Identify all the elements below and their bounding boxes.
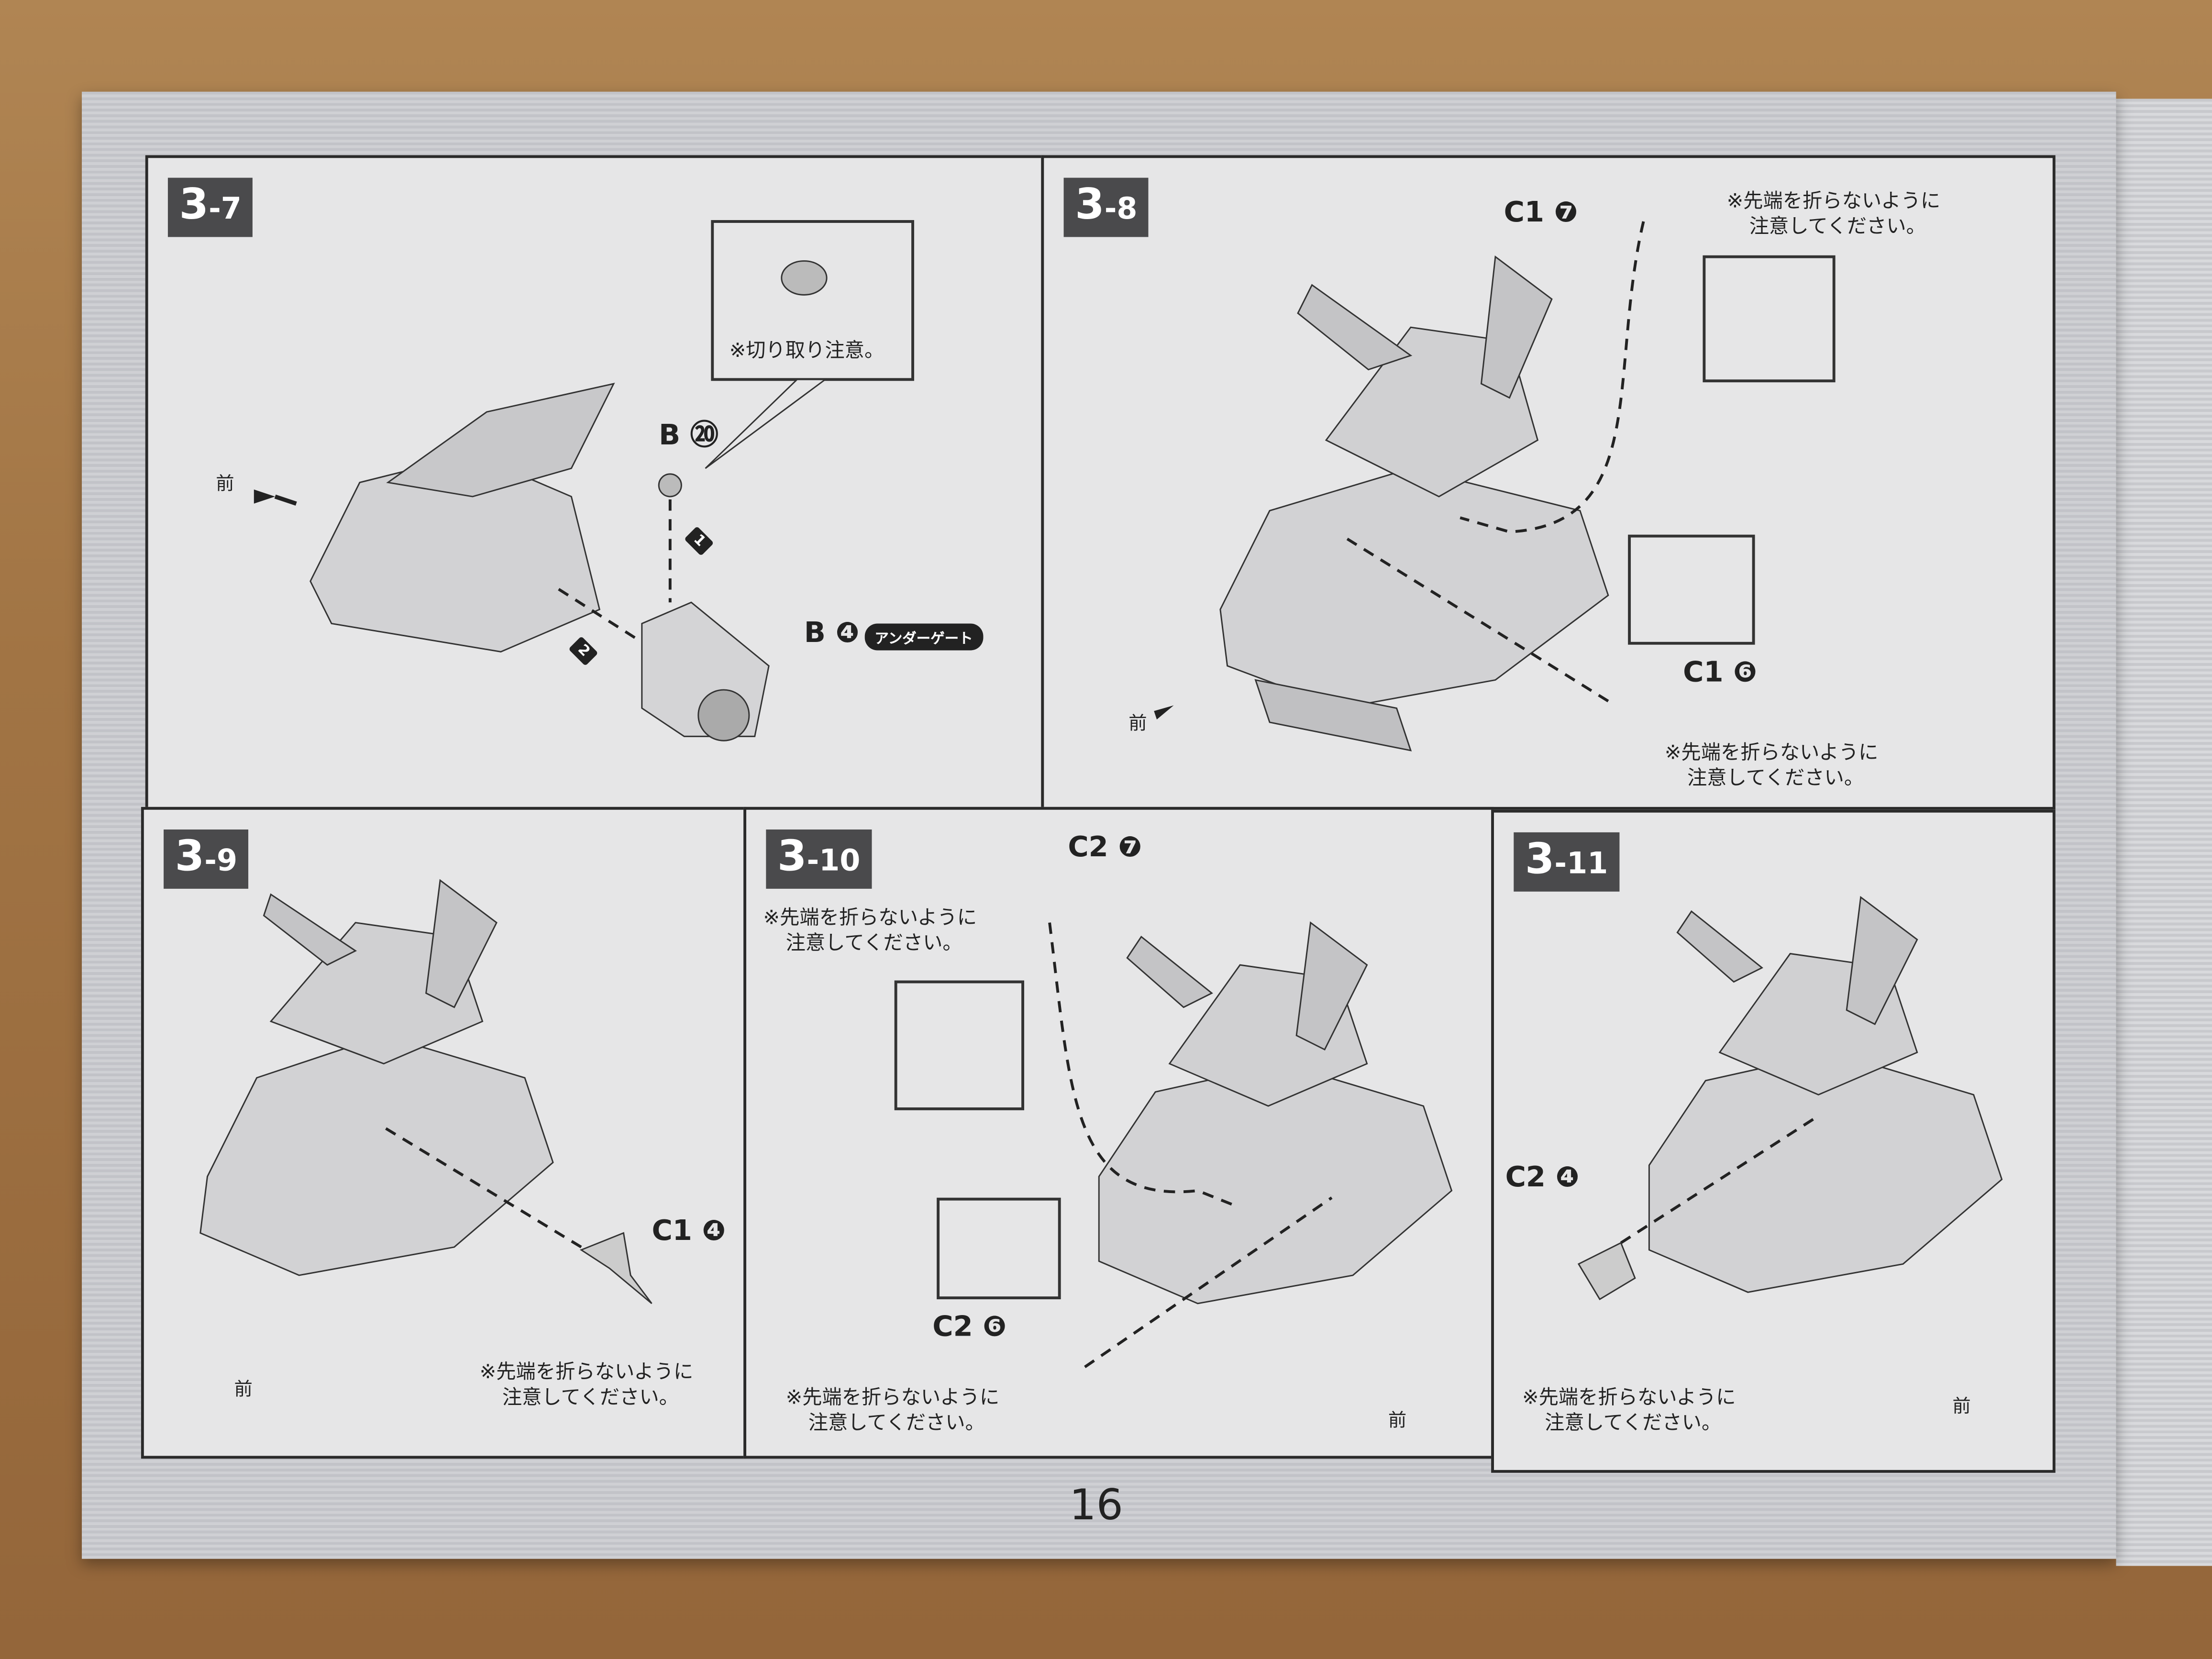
step-number: 3-10 [766, 830, 872, 889]
page-number: 16 [1069, 1481, 1123, 1531]
part-label-c1-6: C1 ❻ [1683, 654, 1757, 688]
tip-caution-note: ※先端を折らないように注意してください。 [1727, 189, 1941, 240]
caution-line: 注意してください。 [1545, 1412, 1722, 1435]
caution-line: 注意してください。 [808, 1412, 985, 1435]
step-minor: -7 [209, 192, 242, 226]
part-number: ❹ [1555, 1160, 1580, 1194]
part-label-c2-4: C2 ❹ [1505, 1160, 1580, 1194]
caution-line: 注意してください。 [1749, 216, 1926, 239]
caution-line: 注意してください。 [502, 1386, 679, 1410]
step-number: 3-11 [1514, 832, 1619, 892]
caution-line: 注意してください。 [1687, 767, 1864, 790]
tip-caution-note: ※先端を折らないように注意してください。 [480, 1360, 694, 1411]
step-minor: -8 [1104, 192, 1138, 226]
step-minor: -11 [1554, 846, 1608, 881]
step-panel-3-10: 3-10 C2 ❼ ※先端を折らないように注意してください。 C2 ❻ ※先端を… [743, 807, 1494, 1459]
caution-line: ※先端を折らないように [479, 1361, 694, 1384]
tip-caution-note: ※先端を折らないように注意してください。 [1522, 1385, 1736, 1436]
tip-caution-note: ※先端を折らないように注意してください。 [786, 1385, 1000, 1436]
front-direction-label: 前 [1128, 714, 1147, 735]
caution-line: ※先端を折らないように [1664, 742, 1879, 765]
part-number: ❹ [702, 1213, 726, 1247]
part-number: ⑳ [690, 417, 719, 452]
part-number: ❻ [1733, 654, 1757, 689]
step-minor: -9 [204, 843, 238, 878]
part-label-b20: B ⑳ [659, 412, 719, 453]
step-panel-3-11: 3-11 C2 ❹ ※先端を折らないように注意してください。 前 [1491, 809, 2056, 1473]
part-runner: B [804, 615, 826, 649]
part-number: ❹ [835, 615, 860, 649]
step-panel-3-7: 3-7 ※切り取り注意。 B ⑳ B ❹ アンダーゲート 1 2 前 [145, 155, 1044, 810]
facing-page-edge [2116, 99, 2212, 1566]
assembly-illustration-3-7 [254, 220, 914, 741]
caution-line: ※先端を折らないように [1726, 190, 1941, 213]
part-label-c1-7: C1 ❼ [1504, 195, 1578, 229]
part-number: ❼ [1118, 830, 1142, 863]
part-label-c1-4: C1 ❹ [652, 1213, 726, 1247]
caution-line: ※先端を折らないように [785, 1386, 1000, 1410]
step-number: 3-8 [1063, 177, 1149, 237]
step-number: 3-9 [164, 830, 249, 889]
step-major: 3 [1525, 835, 1555, 885]
part-number: ❼ [1554, 194, 1578, 229]
part-number: ❻ [983, 1309, 1007, 1343]
tip-caution-note: ※先端を折らないように注意してください。 [763, 906, 977, 956]
front-direction-label: 前 [234, 1380, 253, 1401]
assembly-illustration-3-9 [199, 879, 653, 1305]
step-panel-3-9: 3-9 C1 ❹ ※先端を折らないように注意してください。 前 [141, 807, 747, 1459]
tip-caution-note: ※先端を折らないように注意してください。 [1665, 741, 1879, 791]
assembly-illustration-3-8 [1154, 221, 1836, 752]
part-runner: C2 [932, 1309, 973, 1343]
step-major: 3 [179, 180, 209, 230]
part-runner: C1 [1683, 654, 1724, 689]
part-runner: C1 [1504, 194, 1544, 229]
part-label-c2-6: C2 ❻ [932, 1309, 1006, 1343]
front-direction-label: 前 [1952, 1396, 1971, 1418]
assembly-illustration-3-10 [894, 921, 1453, 1369]
part-label-c2-7: C2 ❼ [1068, 830, 1142, 863]
caution-line: ※先端を折らないように [1522, 1386, 1736, 1410]
under-gate-badge: アンダーゲート [864, 623, 983, 651]
cut-caution-note: ※切り取り注意。 [729, 340, 885, 363]
step-major: 3 [777, 832, 807, 882]
part-runner: B [659, 417, 681, 452]
part-runner: C2 [1068, 830, 1108, 863]
part-runner: C1 [652, 1213, 692, 1247]
part-label-b4: B ❹ [804, 615, 859, 649]
caution-line: 注意してください。 [785, 932, 962, 955]
assembly-illustration-3-11 [1577, 896, 2003, 1301]
caution-line: ※先端を折らないように [763, 907, 977, 930]
front-direction-label: 前 [216, 474, 234, 496]
step-panel-3-8: 3-8 C1 ❼ ※先端を折らないように注意してください。 C1 ❻ ※先端を折… [1041, 155, 2056, 810]
step-minor: -10 [807, 843, 861, 878]
step-major: 3 [175, 832, 205, 882]
step-major: 3 [1075, 180, 1105, 230]
front-direction-label: 前 [1388, 1411, 1407, 1432]
part-runner: C2 [1505, 1160, 1546, 1194]
step-number: 3-7 [167, 177, 253, 237]
